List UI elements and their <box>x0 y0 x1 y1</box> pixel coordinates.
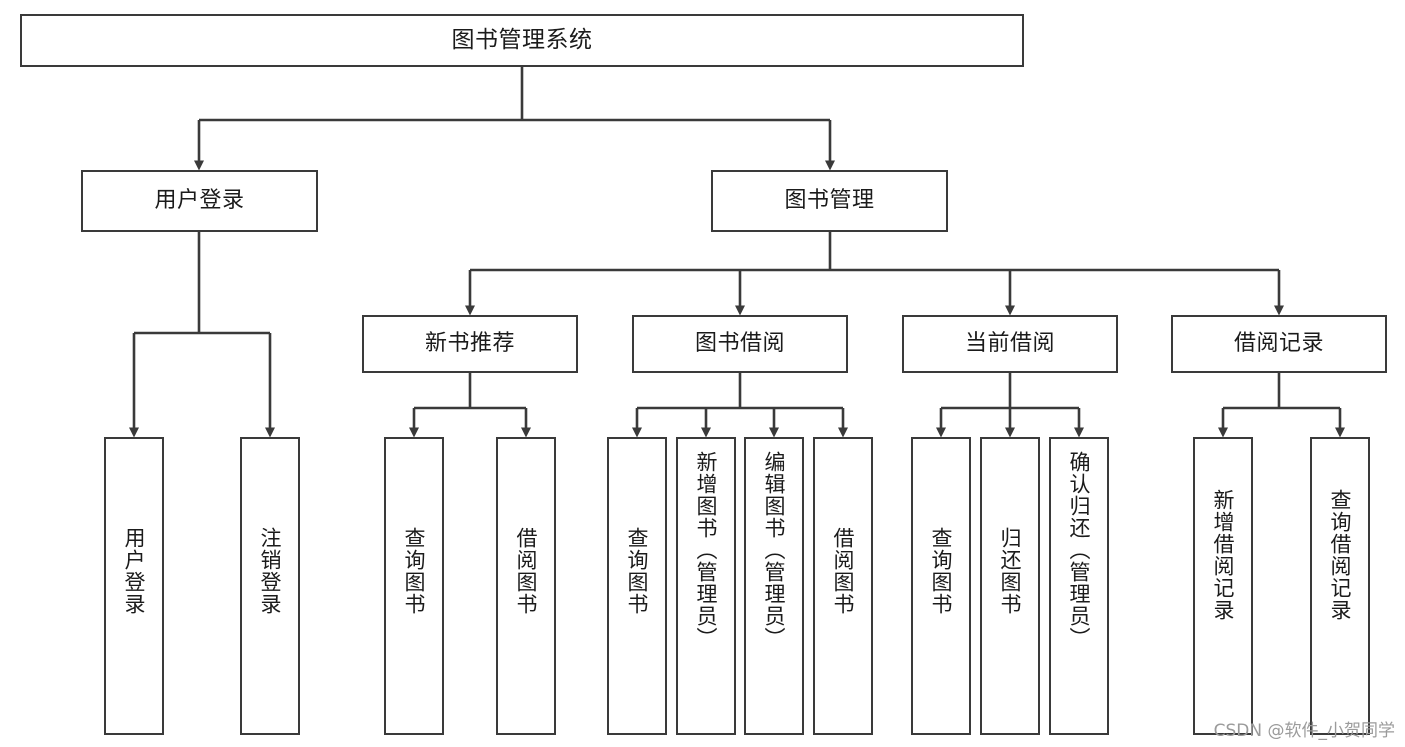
node-root-label: 图书管理系统 <box>451 26 593 53</box>
leaf-borrow-book-1[interactable]: 借阅图书 <box>496 437 556 735</box>
node-current-borrow-label: 当前借阅 <box>964 331 1055 357</box>
node-user-login-label: 用户登录 <box>154 188 245 214</box>
node-borrow-record-label: 借阅记录 <box>1233 331 1324 357</box>
watermark: CSDN @软件_小贺同学 <box>1213 721 1395 741</box>
leaf-logout[interactable]: 注销登录 <box>240 437 300 735</box>
leaf-query-book-1-label: 查询图书 <box>402 527 427 615</box>
leaf-query-book-2[interactable]: 查询图书 <box>607 437 667 735</box>
leaf-confirm-return-label: 确认归还（管理员） <box>1067 451 1092 649</box>
node-user-login[interactable]: 用户登录 <box>81 170 318 232</box>
leaf-edit-book[interactable]: 编辑图书（管理员） <box>744 437 804 735</box>
leaf-query-book-3-label: 查询图书 <box>929 527 954 615</box>
leaf-query-book-1[interactable]: 查询图书 <box>384 437 444 735</box>
leaf-return-book[interactable]: 归还图书 <box>980 437 1040 735</box>
leaf-user-login-label: 用户登录 <box>122 527 147 615</box>
leaf-return-book-label: 归还图书 <box>998 527 1023 615</box>
leaf-add-book-label: 新增图书（管理员） <box>694 451 719 649</box>
node-book-borrow[interactable]: 图书借阅 <box>632 315 848 373</box>
leaf-confirm-return[interactable]: 确认归还（管理员） <box>1049 437 1109 735</box>
leaf-query-book-3[interactable]: 查询图书 <box>911 437 971 735</box>
leaf-logout-label: 注销登录 <box>258 527 283 615</box>
leaf-borrow-book-1-label: 借阅图书 <box>514 527 539 615</box>
node-current-borrow[interactable]: 当前借阅 <box>902 315 1118 373</box>
leaf-add-book[interactable]: 新增图书（管理员） <box>676 437 736 735</box>
node-book-borrow-label: 图书借阅 <box>694 331 785 357</box>
node-book-manage[interactable]: 图书管理 <box>711 170 948 232</box>
node-new-book-rec[interactable]: 新书推荐 <box>362 315 578 373</box>
leaf-query-book-2-label: 查询图书 <box>625 527 650 615</box>
leaf-edit-book-label: 编辑图书（管理员） <box>762 451 787 649</box>
node-new-book-rec-label: 新书推荐 <box>424 331 515 357</box>
leaf-add-record[interactable]: 新增借阅记录 <box>1193 437 1253 735</box>
leaf-borrow-book-2-label: 借阅图书 <box>831 527 856 615</box>
node-book-manage-label: 图书管理 <box>784 188 875 214</box>
leaf-query-record-label: 查询借阅记录 <box>1328 489 1353 621</box>
leaf-user-login[interactable]: 用户登录 <box>104 437 164 735</box>
leaf-borrow-book-2[interactable]: 借阅图书 <box>813 437 873 735</box>
node-borrow-record[interactable]: 借阅记录 <box>1171 315 1387 373</box>
leaf-add-record-label: 新增借阅记录 <box>1211 489 1236 621</box>
leaf-query-record[interactable]: 查询借阅记录 <box>1310 437 1370 735</box>
node-root[interactable]: 图书管理系统 <box>20 14 1024 67</box>
